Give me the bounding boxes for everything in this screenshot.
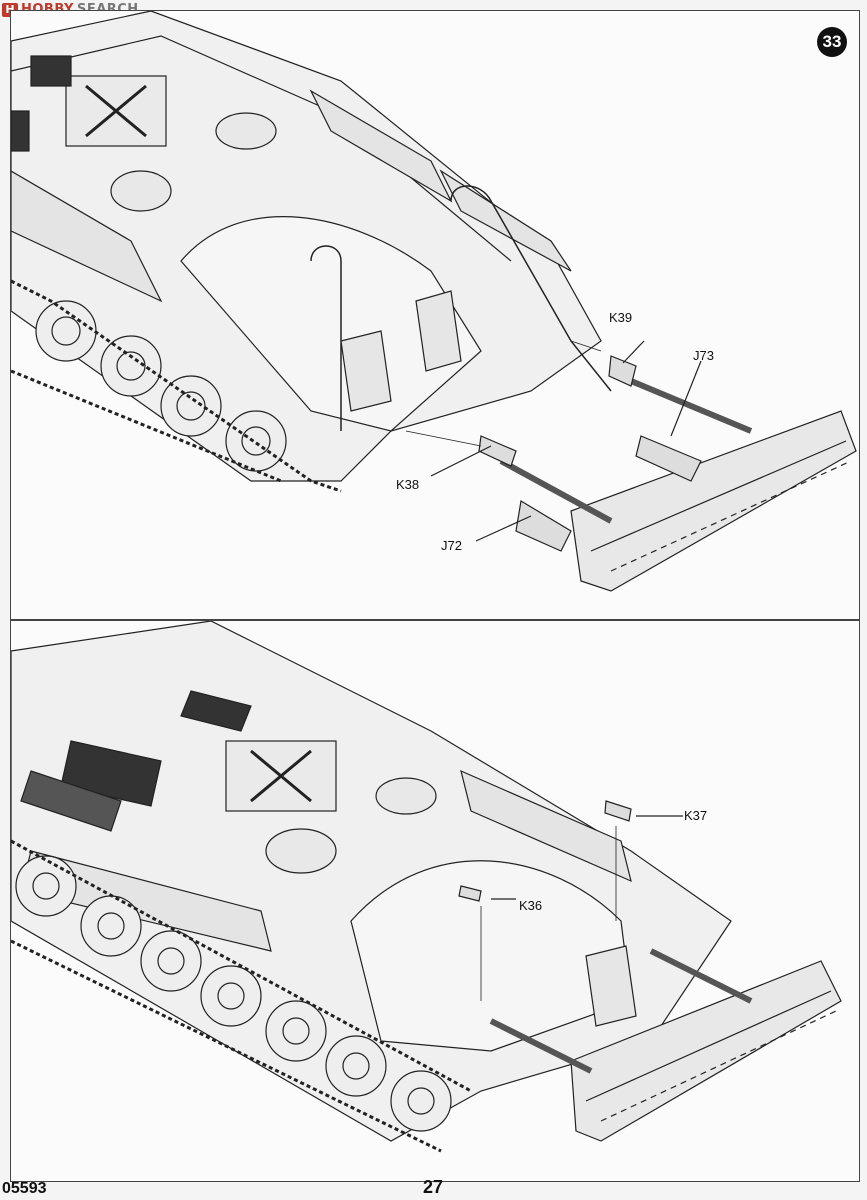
kit-code: 05593 xyxy=(2,1180,47,1197)
tank-rear-assembly-drawing xyxy=(11,11,857,592)
part-label-j73: J73 xyxy=(693,348,714,363)
part-label-k39: K39 xyxy=(609,310,633,325)
step-33-top-panel: 33 K39 J73 K38 J72 xyxy=(10,10,860,620)
page-number: 27 xyxy=(423,1177,444,1197)
tank-completed-view-drawing xyxy=(11,621,842,1153)
step-33-bottom-panel: K37 K36 xyxy=(10,620,860,1182)
part-label-j72: J72 xyxy=(441,538,462,553)
part-label-k37: K37 xyxy=(684,808,708,823)
part-label-k38: K38 xyxy=(396,477,420,492)
step-number-badge: 33 xyxy=(817,27,847,57)
part-label-k36: K36 xyxy=(519,898,543,913)
